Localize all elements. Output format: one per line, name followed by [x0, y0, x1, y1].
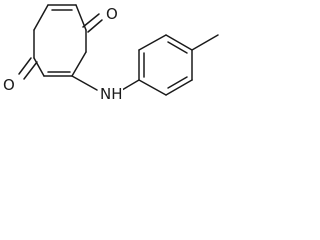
- amine-bonds: [71, 75, 140, 91]
- bond: [165, 79, 193, 96]
- bond: [138, 79, 167, 96]
- bond: [138, 34, 167, 51]
- bond: [121, 79, 140, 91]
- carbonyl-bonds: [18, 13, 103, 80]
- chemical-structure-diagram: O O NH: [2, 4, 219, 103]
- carbonyl-bond-top: [87, 19, 103, 33]
- methyl-bond: [191, 34, 219, 51]
- label-mask: [99, 84, 123, 102]
- tolyl-ring: [138, 34, 219, 96]
- bond: [167, 76, 188, 89]
- oxygen-label-top: O: [106, 5, 118, 23]
- bond: [33, 57, 45, 77]
- label-mask: [105, 4, 119, 22]
- amine-label: NH: [100, 85, 123, 103]
- carbonyl-bond-top: [82, 13, 100, 28]
- bond: [71, 51, 87, 77]
- label-mask: [2, 75, 18, 93]
- quinone-ring: [33, 4, 87, 77]
- carbonyl-bond-left: [18, 57, 32, 75]
- oxygen-label-left: O: [3, 76, 15, 94]
- bond: [33, 4, 49, 31]
- bond: [167, 41, 188, 54]
- atom-labels: O O NH: [2, 4, 123, 103]
- bond: [165, 34, 193, 51]
- carbonyl-bond-left: [23, 61, 38, 80]
- bond: [71, 75, 98, 91]
